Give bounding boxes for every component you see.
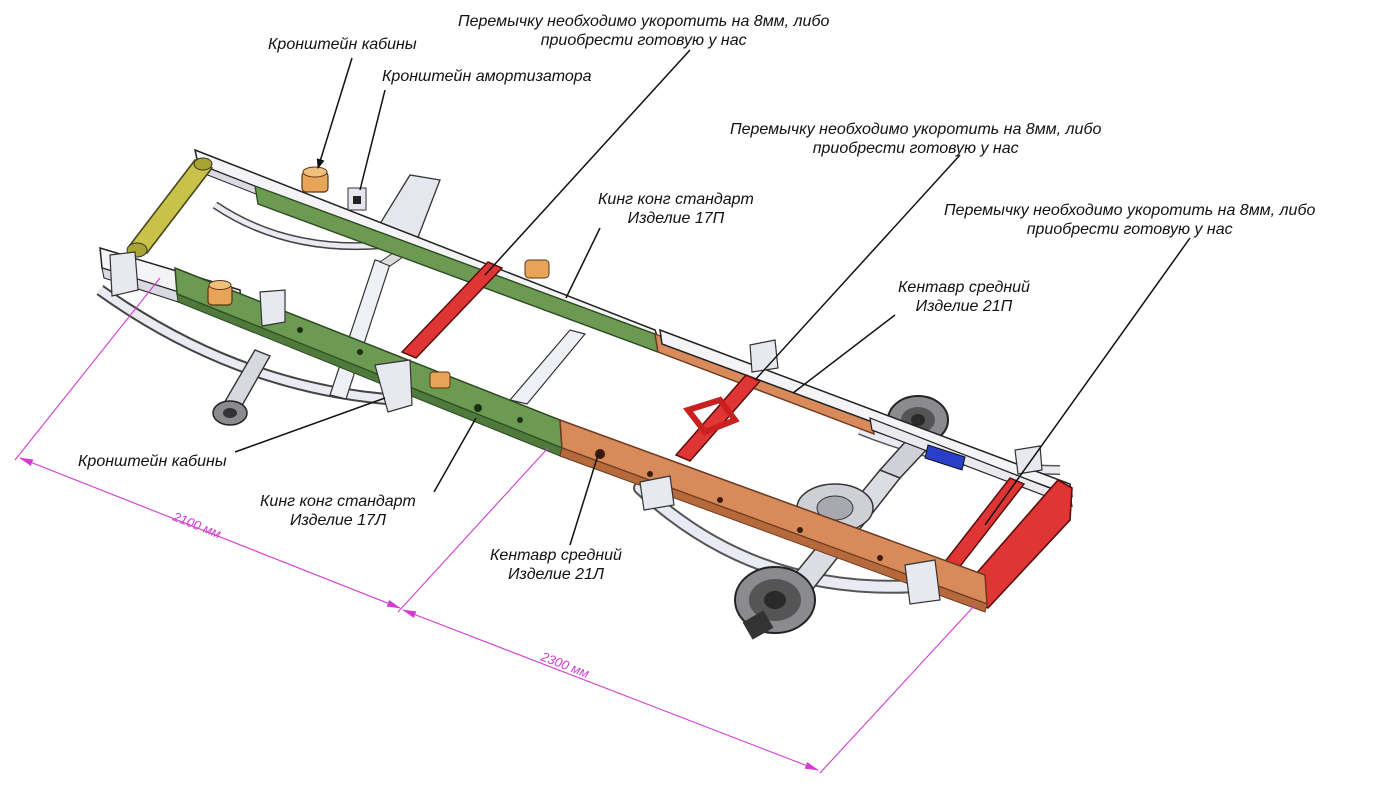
label-kentavr-right-line1: Кентавр средний — [898, 279, 1030, 296]
label-cab-bracket-top: Кронштейн кабины — [268, 35, 417, 54]
crossmember-1 — [400, 261, 504, 359]
label-crossmember-1-line2: приобрести готовую у нас — [540, 32, 747, 49]
dimension-front-label: 2100 мм — [170, 508, 223, 541]
label-crossmember-2: Перемычку необходимо укоротить на 8мм, л… — [730, 120, 1101, 158]
label-kentavr-left-line2: Изделие 21Л — [507, 566, 604, 583]
label-kentavr-left-line1: Кентавр средний — [490, 547, 622, 564]
crossmember-2 — [674, 374, 762, 462]
label-shock-bracket-text: Кронштейн амортизатора — [382, 68, 592, 85]
leader-lines — [234, 49, 1191, 546]
dimension-lines — [14, 277, 976, 774]
brackets — [109, 166, 1043, 605]
dimension-rear-label: 2300 мм — [538, 648, 591, 680]
dimension-rear-line — [402, 609, 819, 771]
blue-block — [924, 444, 966, 471]
label-kentavr-right-line2: Изделие 21П — [915, 298, 1013, 315]
cab-bracket-bottom-part — [207, 280, 233, 306]
label-king-kong-right: Кинг конг стандарт Изделие 17П — [598, 190, 754, 228]
label-cab-bracket-top-text: Кронштейн кабины — [268, 36, 417, 53]
label-king-kong-left: Кинг конг стандарт Изделие 17Л — [260, 492, 416, 530]
label-crossmember-1-line1: Перемычку необходимо укоротить на 8мм, л… — [458, 13, 830, 30]
label-crossmember-2-line1: Перемычку необходимо укоротить на 8мм, л… — [730, 121, 1102, 138]
label-crossmember-2-line2: приобрести готовую у нас — [812, 140, 1019, 157]
label-crossmember-1: Перемычку необходимо укоротить на 8мм, л… — [458, 12, 829, 50]
label-king-kong-left-line2: Изделие 17Л — [289, 512, 386, 529]
front-crossbeam — [126, 157, 214, 258]
label-crossmember-3-line1: Перемычку необходимо укоротить на 8мм, л… — [944, 202, 1316, 219]
label-cab-bracket-bottom: Кронштейн кабины — [78, 452, 227, 471]
rear-hub-left — [734, 566, 816, 640]
label-king-kong-right-line2: Изделие 17П — [627, 210, 725, 227]
label-king-kong-right-line1: Кинг конг стандарт — [598, 191, 754, 208]
cab-bracket-top-part — [301, 166, 329, 193]
rear-end-plate — [974, 478, 1073, 610]
label-kentavr-left: Кентавр средний Изделие 21Л — [490, 546, 622, 584]
tow-hook — [682, 396, 740, 436]
dimension-front-line — [19, 457, 401, 609]
shock-bracket-part — [347, 187, 367, 211]
label-shock-bracket: Кронштейн амортизатора — [382, 67, 592, 86]
label-king-kong-left-line1: Кинг конг стандарт — [260, 493, 416, 510]
label-kentavr-right: Кентавр средний Изделие 21П — [898, 278, 1030, 316]
crossmembers — [400, 261, 1073, 610]
label-crossmember-3-line2: приобрести готовую у нас — [1026, 221, 1233, 238]
label-cab-bracket-bottom-text: Кронштейн кабины — [78, 453, 227, 470]
label-crossmember-3: Перемычку необходимо укоротить на 8мм, л… — [944, 201, 1315, 239]
